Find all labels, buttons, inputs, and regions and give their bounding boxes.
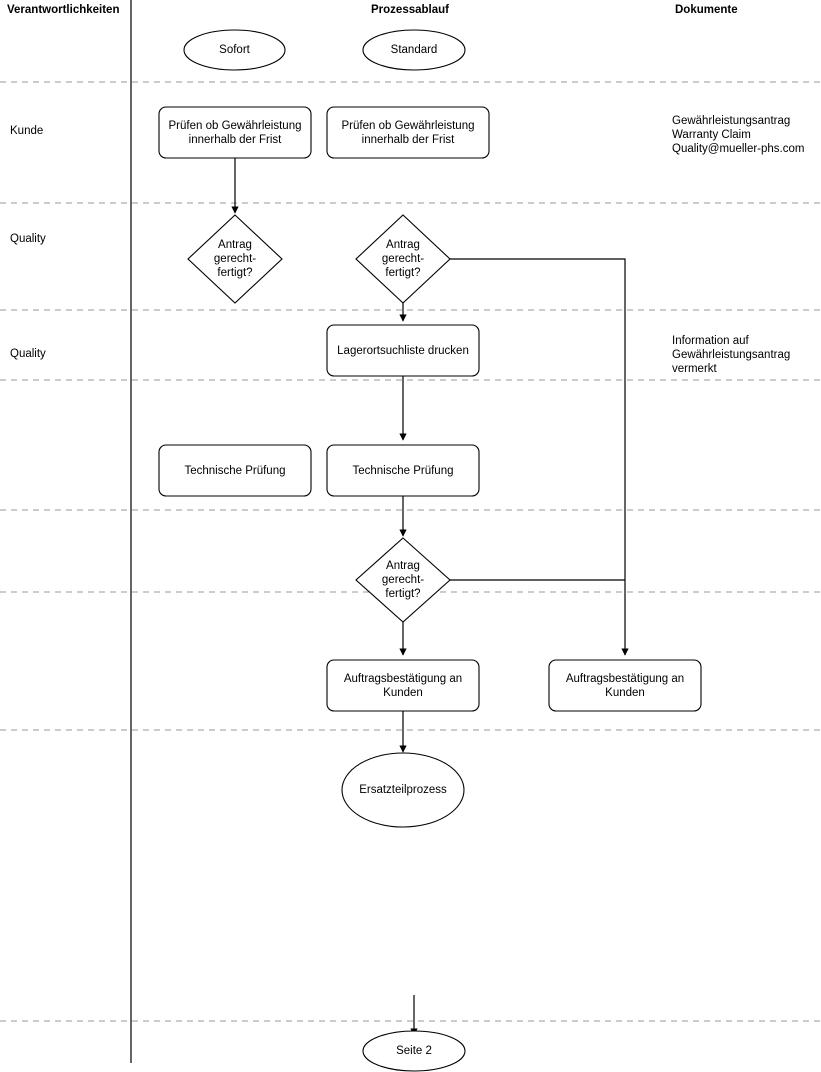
lane-label-quality-2: Quality — [10, 348, 46, 360]
node-pruefen-standard-shape — [326, 106, 490, 159]
node-seite-2-shape — [362, 1030, 466, 1072]
column-header-responsibilities: Verantwortlichkeiten — [7, 4, 120, 16]
document-note-warranty: Gewährleistungsantrag Warranty Claim Qua… — [672, 115, 805, 155]
node-start-sofort-shape — [183, 29, 286, 71]
node-auftragsbestaetigung-reject-shape — [548, 659, 702, 712]
column-header-documents: Dokumente — [675, 4, 738, 16]
edge-decision-standard-reject — [450, 258, 629, 656]
node-technische-pruefung-standard-shape — [326, 444, 480, 497]
lane-label-kunde: Kunde — [10, 125, 44, 137]
node-lagerortsuchliste-shape — [326, 324, 480, 377]
node-antrag-decision-standard-shape — [355, 214, 451, 304]
node-pruefen-sofort-shape — [158, 106, 312, 159]
node-antrag-decision-sofort-shape — [187, 214, 283, 304]
node-auftragsbestaetigung-main-shape — [326, 659, 480, 712]
node-antrag-decision-2-shape — [355, 537, 451, 623]
column-header-process: Prozessablauf — [371, 4, 449, 16]
lane-label-quality-1: Quality — [10, 233, 46, 245]
node-ersatzteilprozess-shape — [341, 752, 465, 828]
node-start-standard-shape — [362, 29, 466, 71]
node-technische-pruefung-sofort-shape — [158, 444, 312, 497]
document-note-information: Information auf Gewährleistungsantrag ve… — [672, 335, 791, 375]
